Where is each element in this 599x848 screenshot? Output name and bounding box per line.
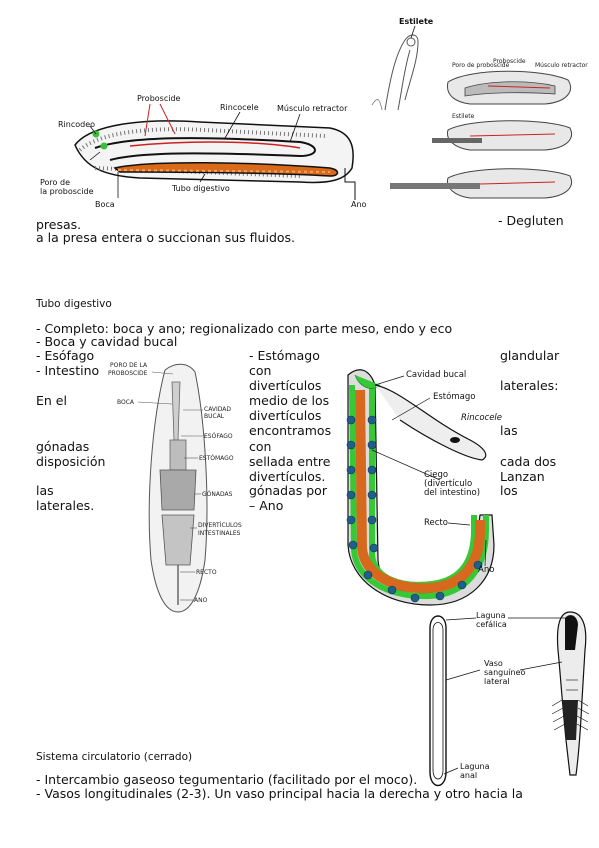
text-laterales: laterales.: [36, 498, 95, 513]
text-mid-5: divertículos: [249, 408, 322, 423]
text-mid-7: con: [249, 439, 272, 454]
label-cavidad-bucal: Cavidad bucal: [406, 370, 467, 380]
label-laguna-1: Laguna: [476, 611, 506, 620]
label-bucal-caps: BUCAL: [204, 413, 225, 420]
label-poro-de-la: PORO DE LA: [110, 362, 148, 369]
text-esofago: - Esófago: [36, 348, 95, 363]
text-intestino: - Intestino: [36, 363, 100, 378]
label-rincocele: Rincocele: [220, 103, 259, 112]
text-vasos: - Vasos longitudinales (2-3). Un vaso pr…: [36, 786, 523, 801]
label-ciego-1: Ciego: [424, 470, 449, 480]
label-boca: Boca: [95, 200, 115, 209]
label-boca-caps: BOCA: [117, 399, 135, 406]
text-right-los: los: [500, 483, 518, 498]
label-vaso: Vaso: [484, 659, 503, 668]
label-sanguineo: sanguíneo: [484, 668, 526, 677]
label-proboscide: Proboscide: [137, 94, 181, 103]
text-mid-3: divertículos: [249, 378, 322, 393]
text-degluten: - Degluten: [498, 213, 564, 228]
label-tubo-digestivo: Tubo digestivo: [172, 184, 230, 193]
nemertean-section-drawing: [74, 103, 356, 200]
label-esofago-caps: ESÓFAGO: [204, 433, 233, 440]
label-estilete-small: Estilete: [452, 113, 475, 120]
label-estilete: Estilete: [399, 17, 434, 26]
text-mid-4: medio de los: [249, 393, 330, 408]
label-intestinales-caps: INTESTINALES: [198, 530, 241, 537]
text-las: las: [36, 483, 54, 498]
text-mid-1: - Estómago: [249, 348, 320, 363]
text-boca-cavidad: - Boca y cavidad bucal: [36, 334, 178, 349]
label-diverticulos-caps: DIVERTÍCULOS: [198, 522, 242, 529]
label-ciego-2: (divertículo: [424, 479, 473, 489]
text-mid-9: divertículos.: [249, 469, 326, 484]
text-completo: - Completo: boca y ano; regionalizado co…: [36, 321, 453, 336]
label-proboscide-small: Proboscide: [493, 58, 526, 65]
text-mid-8: sellada entre: [249, 454, 331, 469]
text-right-las: las: [500, 423, 518, 438]
label-poro-small: Poro de proboscide: [452, 62, 510, 69]
text-right-lanzan: Lanzan: [500, 469, 545, 484]
label-recto-caps: RECTO: [196, 569, 217, 576]
label-gonadas-caps: GÓNADAS: [202, 491, 233, 498]
text-intercambio: - Intercambio gaseoso tegumentario (faci…: [36, 772, 418, 787]
text-disposicion: disposición: [36, 454, 106, 469]
label-laguna-anal-1: Laguna: [460, 762, 490, 771]
label-ano-color: Ano: [478, 565, 495, 575]
label-proboscide-caps: PROBOSCIDE: [108, 370, 148, 377]
label-cavidad-caps: CAVIDAD: [204, 406, 232, 413]
label-rincodeo: Rincodeo: [58, 120, 96, 129]
label-estomago-caps: ESTÓMAGO: [199, 455, 234, 462]
label-musculo-retractor: Músculo retractor: [277, 104, 348, 113]
text-mid-6: encontramos: [249, 423, 332, 438]
proboscis-eversion-drawing: [371, 25, 572, 199]
label-poro-proboscide-1: Poro de: [40, 178, 70, 187]
text-en-el: En el: [36, 393, 67, 408]
heading-sistema-circulatorio: Sistema circulatorio (cerrado): [36, 751, 193, 763]
text-presa-entera: a la presa entera o succionan sus fluido…: [36, 230, 296, 245]
label-recto-color: Recto: [424, 518, 448, 528]
text-right-laterales: laterales:: [500, 378, 559, 393]
heading-tubo-digestivo: Tubo digestivo: [36, 298, 112, 310]
label-rincocele-color: Rincocele: [461, 413, 503, 423]
label-cefalica: cefálica: [476, 620, 507, 629]
text-mid-11: – Ano: [249, 498, 284, 513]
label-lateral: lateral: [484, 677, 510, 686]
text-right-cada-dos: cada dos: [500, 454, 557, 469]
text-presas: presas.: [36, 217, 82, 232]
text-mid-2: con: [249, 363, 272, 378]
label-laguna-anal-2: anal: [460, 771, 478, 780]
text-mid-10: gónadas por: [249, 483, 327, 498]
label-estomago-color: Estómago: [433, 392, 476, 402]
text-right-glandular: glandular: [500, 348, 560, 363]
label-ano-caps: ANO: [194, 597, 208, 604]
label-poro-proboscide-2: la proboscide: [40, 187, 94, 196]
text-gonadas: gónadas: [36, 439, 90, 454]
label-musculo-small: Músculo retractor: [535, 62, 588, 69]
label-ciego-3: del intestino): [424, 488, 481, 498]
label-ano: Ano: [351, 200, 367, 209]
